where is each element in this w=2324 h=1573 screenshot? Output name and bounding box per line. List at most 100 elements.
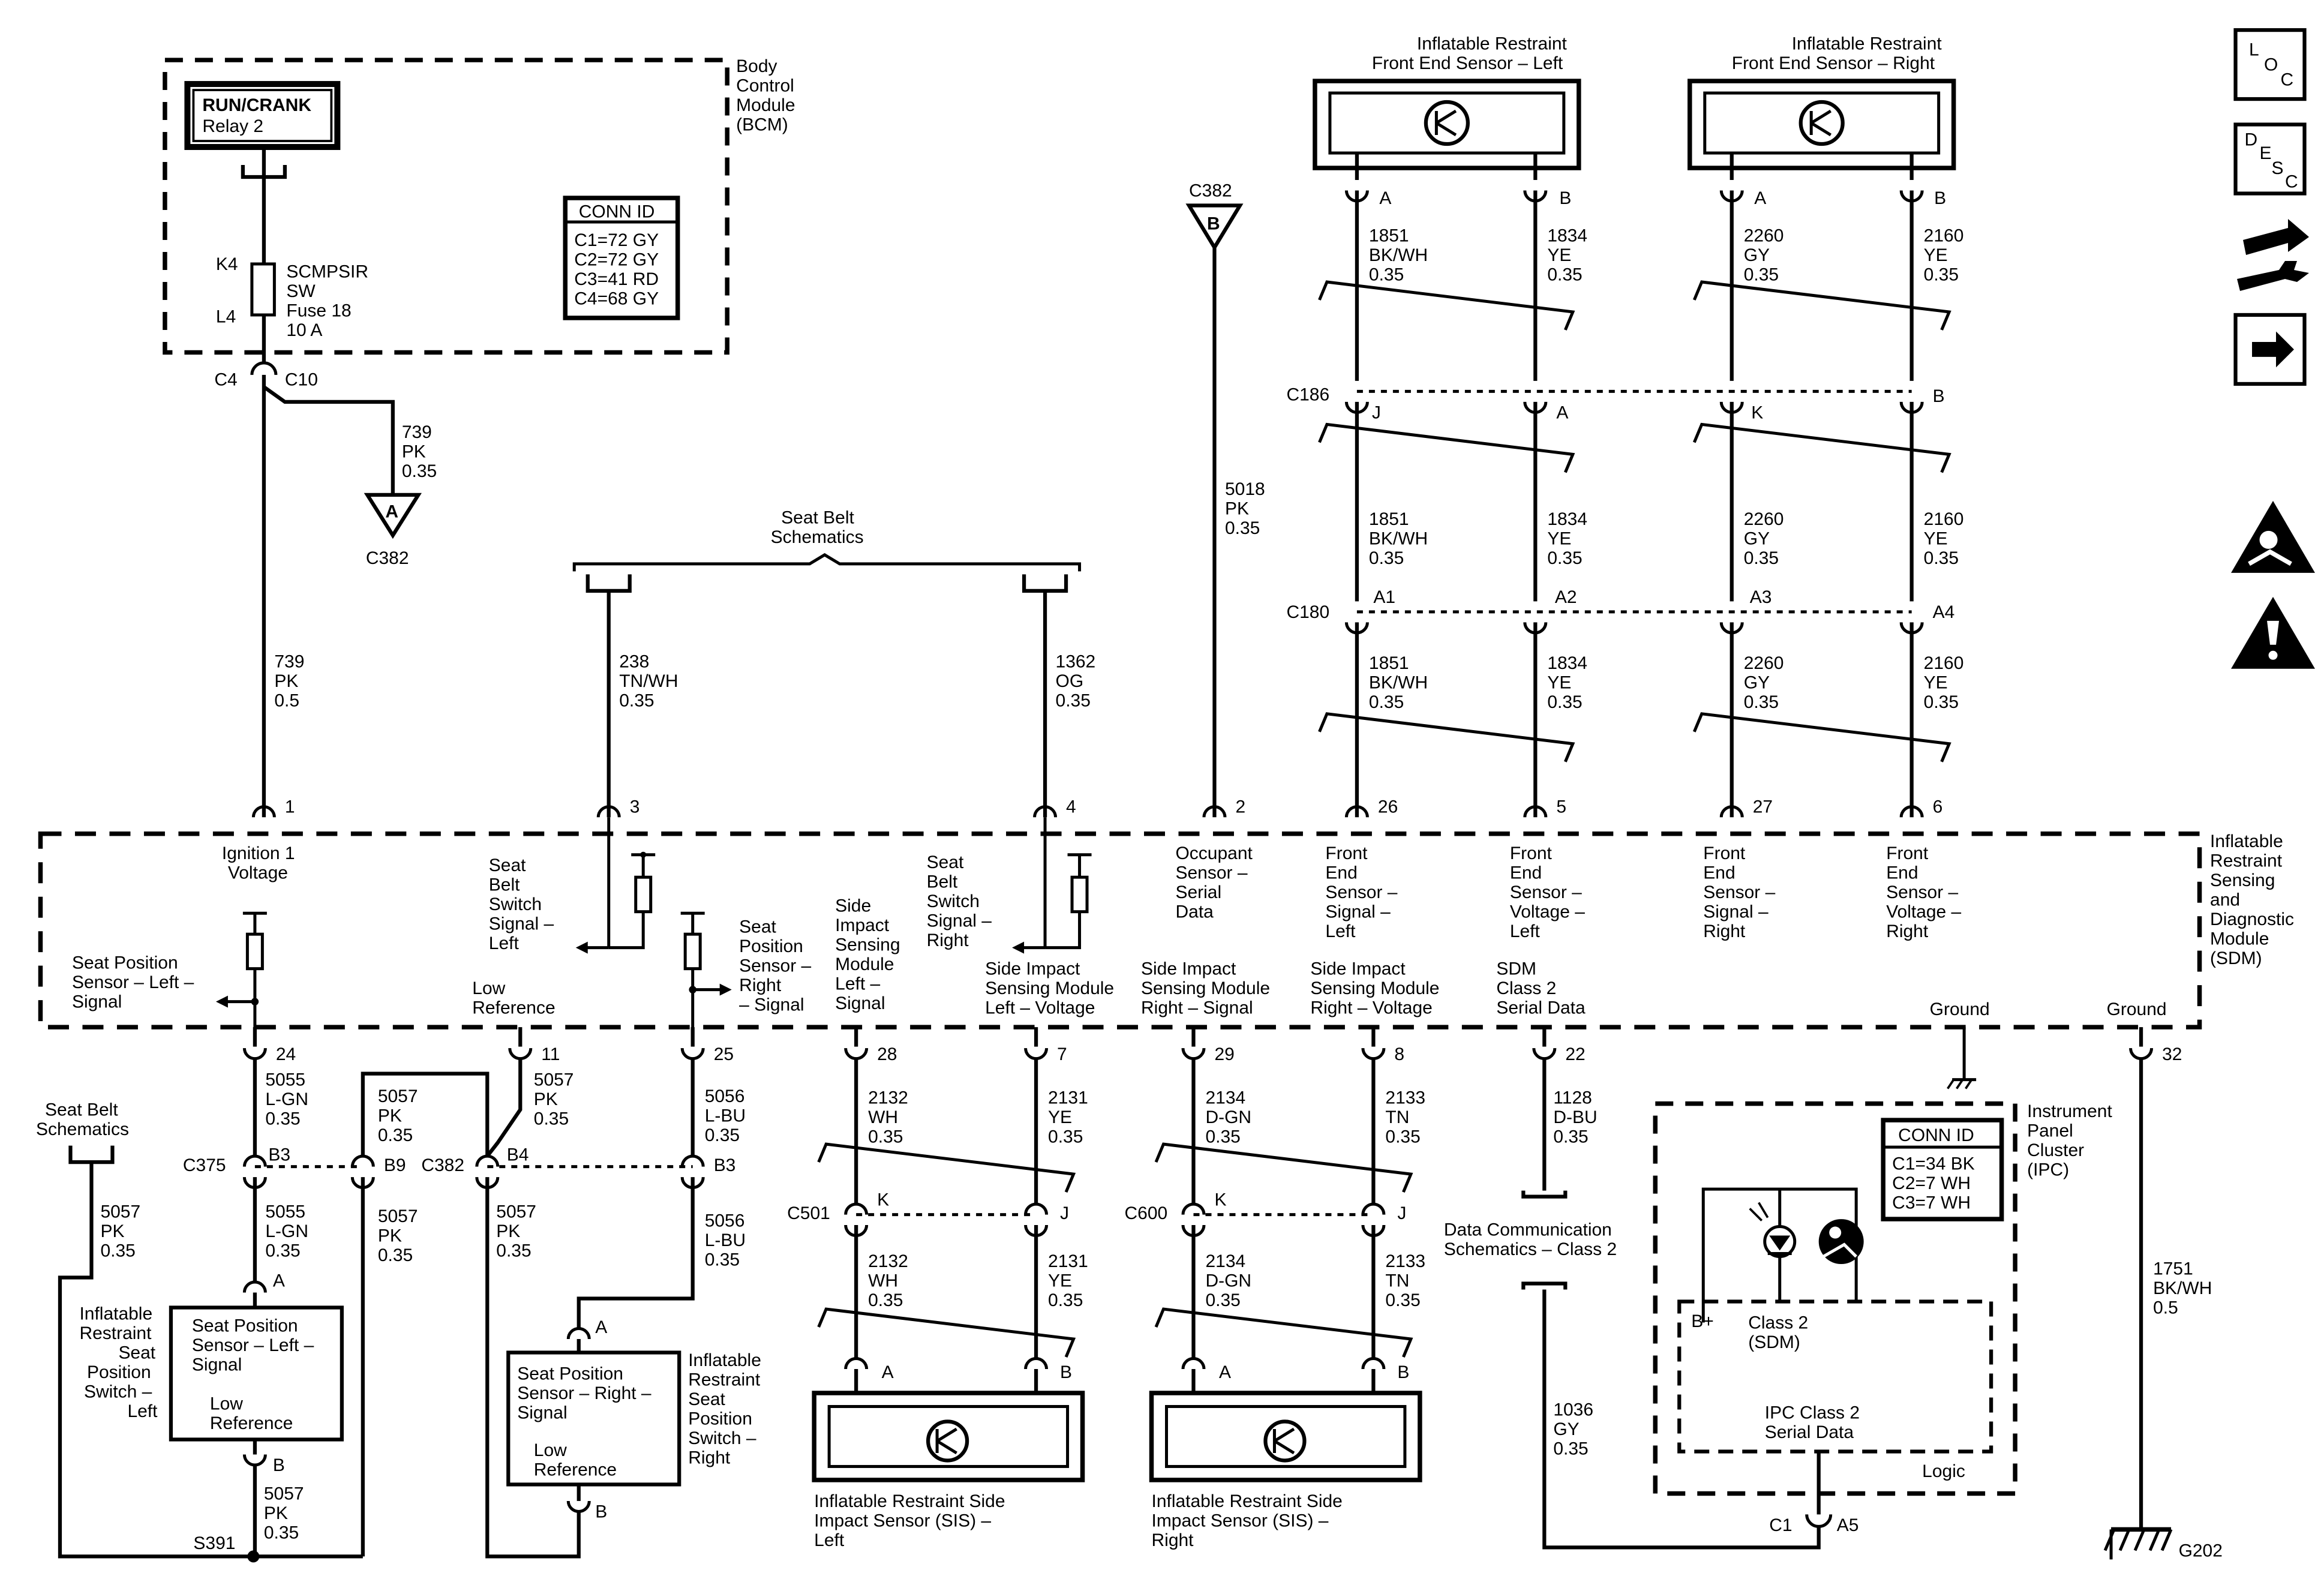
svg-text:Sensing: Sensing — [835, 935, 900, 955]
wire-5057-label-5: 5057 PK 0.35 — [100, 1202, 140, 1261]
sdm-sbs-left-label: Seat Belt Switch Signal – Left — [489, 855, 554, 953]
connector-c10: C10 — [285, 370, 318, 389]
sdm-bottom-jack — [844, 1047, 869, 1061]
ipc-class2-label: Class 2 (SDM) — [1748, 1313, 1808, 1352]
svg-text:Signal: Signal — [72, 992, 122, 1012]
svg-text:Impact Sensor (SIS) –: Impact Sensor (SIS) – — [814, 1511, 991, 1530]
svg-text:Low: Low — [534, 1440, 567, 1460]
connector-c501: C501 — [787, 1203, 830, 1223]
svg-text:0.35: 0.35 — [1205, 1290, 1240, 1310]
svg-text:PK: PK — [378, 1226, 402, 1246]
wire-739-branch-label: 739 PK 0.35 — [402, 422, 437, 481]
desc-icon[interactable]: D E S C — [2233, 122, 2307, 196]
svg-text:Signal: Signal — [835, 993, 885, 1013]
svg-text:Sensing Module: Sensing Module — [985, 978, 1114, 998]
c600-pin-j: J — [1397, 1203, 1406, 1223]
svg-text:B: B — [1397, 1362, 1409, 1382]
svg-text:Front End Sensor – Left: Front End Sensor – Left — [1372, 53, 1563, 73]
sdm-bottom-pin-number: 24 — [276, 1044, 296, 1064]
svg-text:Seat Position: Seat Position — [192, 1316, 298, 1336]
svg-text:Signal –: Signal – — [1703, 902, 1768, 922]
sdm-top-pin-number: 6 — [1933, 797, 1943, 817]
sdm-ign-label: Ignition 1 Voltage — [222, 843, 295, 882]
c186-pins: J A K B — [1372, 386, 1945, 422]
svg-text:B: B — [1060, 1362, 1072, 1382]
connector-c375: C375 — [183, 1155, 226, 1175]
wire-5018-label: 5018 PK 0.35 — [1225, 479, 1265, 538]
c382-pin-b4: B4 — [507, 1145, 529, 1165]
sdm-bottom-jack — [242, 1047, 267, 1061]
svg-text:A2: A2 — [1555, 587, 1577, 607]
svg-text:Restraint: Restraint — [79, 1323, 152, 1343]
sdm-ground-2-label: Ground — [2107, 999, 2167, 1019]
svg-text:A: A — [1556, 403, 1568, 422]
front-wire-label: 0.35 — [1547, 265, 1582, 284]
svg-text:Left: Left — [1510, 921, 1541, 941]
bcm-boundary — [163, 58, 729, 355]
svg-text:Serial Data: Serial Data — [1765, 1422, 1854, 1442]
svg-text:10 A: 10 A — [286, 320, 322, 340]
ipc-logic-label: Logic — [1922, 1461, 1965, 1481]
svg-text:Voltage –: Voltage – — [1510, 902, 1585, 922]
svg-text:Seat Position: Seat Position — [72, 953, 178, 973]
svg-text:A: A — [1379, 188, 1391, 208]
svg-text:D-GN: D-GN — [1205, 1271, 1251, 1291]
front-wire-label: YE — [1547, 529, 1571, 548]
svg-text:2133: 2133 — [1385, 1251, 1425, 1271]
sps-left-switch-box — [169, 1305, 344, 1442]
svg-text:0.35: 0.35 — [619, 691, 654, 710]
wrench-arrows-icon[interactable] — [2237, 218, 2310, 291]
svg-text:Seat: Seat — [927, 852, 964, 872]
loc-icon[interactable]: L O C — [2233, 28, 2307, 101]
svg-text:Schematics: Schematics — [36, 1119, 129, 1139]
fuse-18 — [250, 262, 276, 317]
bcm-conn-c3: C3=41 RD — [574, 269, 659, 289]
sdm-top-pin-number: 1 — [285, 797, 295, 817]
sdm-top-pin-number: 2 — [1235, 797, 1245, 817]
front-end-sensor-left: Inflatable Restraint Front End Sensor – … — [1313, 34, 1581, 170]
svg-text:PK: PK — [534, 1089, 558, 1109]
svg-text:0.35: 0.35 — [1048, 1127, 1083, 1147]
svg-text:739: 739 — [402, 422, 432, 442]
ipc-c1: C1 — [1769, 1515, 1792, 1535]
svg-text:TN/WH: TN/WH — [619, 671, 678, 691]
front-wire-label: GY — [1744, 673, 1770, 692]
svg-text:Left: Left — [1325, 921, 1356, 941]
svg-text:Reference: Reference — [472, 998, 555, 1018]
svg-text:J: J — [1372, 403, 1381, 422]
svg-text:L-GN: L-GN — [265, 1221, 308, 1241]
svg-text:0.35: 0.35 — [378, 1125, 413, 1145]
svg-text:0.35: 0.35 — [265, 1241, 300, 1261]
sdm-bottom-jack — [1361, 1047, 1386, 1061]
sdm-sis-left-sig-label: Side Impact Sensing Module Left – Signal — [835, 896, 900, 1013]
svg-text:5057: 5057 — [378, 1086, 418, 1106]
svg-text:Belt: Belt — [927, 872, 958, 892]
svg-text:Instrument: Instrument — [2027, 1101, 2112, 1121]
wire-5057-label-2: 5057 PK 0.35 — [378, 1206, 418, 1265]
ipc-bplus: B+ — [1691, 1311, 1714, 1331]
sps-left-pin-b: B — [273, 1455, 285, 1475]
svg-text:End: End — [1510, 863, 1542, 883]
sdm-bottom-jack — [1024, 1047, 1049, 1061]
sis-sensor-jack — [844, 1357, 869, 1370]
svg-text:YE: YE — [1048, 1271, 1072, 1291]
svg-text:Seat Belt: Seat Belt — [45, 1100, 118, 1120]
next-arrow-icon[interactable] — [2233, 313, 2307, 386]
front-wire-label: 0.35 — [1744, 548, 1779, 568]
svg-text:Right: Right — [739, 975, 782, 995]
svg-text:Module: Module — [736, 95, 795, 115]
svg-text:Position: Position — [739, 936, 803, 956]
connector-c600: C600 — [1125, 1203, 1168, 1223]
wire-1751-label: 1751 BK/WH 0.5 — [2153, 1259, 2212, 1318]
svg-text:Seat: Seat — [118, 1343, 155, 1363]
svg-text:2131: 2131 — [1048, 1088, 1088, 1108]
twisted-pair-marker — [1154, 1307, 1413, 1358]
twisted-pair-marker — [817, 1307, 1076, 1358]
wire-1362-label: 1362 OG 0.35 — [1056, 652, 1096, 710]
svg-text:Data Communication: Data Communication — [1444, 1220, 1612, 1240]
svg-text:0.35: 0.35 — [868, 1127, 903, 1147]
wire-5057-label-3: 5057 PK 0.35 — [534, 1070, 574, 1129]
svg-text:C: C — [2285, 172, 2298, 192]
svg-text:Sensor –: Sensor – — [1886, 882, 1958, 902]
svg-text:PK: PK — [1225, 499, 1249, 518]
